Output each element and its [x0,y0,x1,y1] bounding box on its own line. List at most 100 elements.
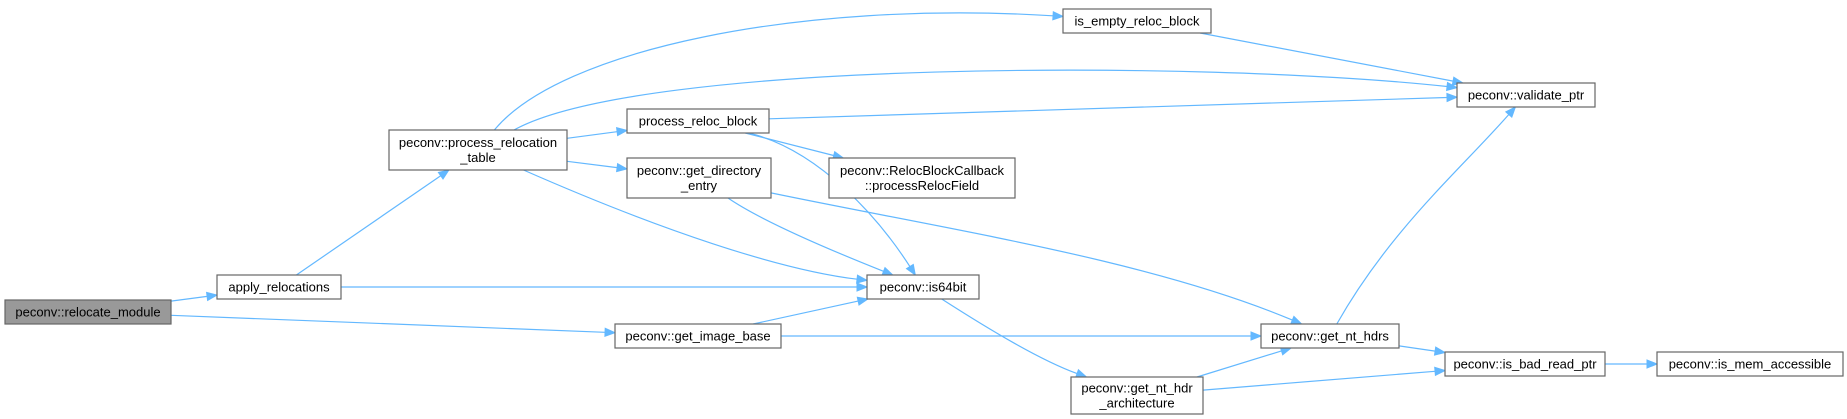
node-label: peconv::get_image_base [625,329,770,344]
edge-line [170,295,208,302]
edge-relocate_module-to-apply_relocations [170,291,219,302]
node-label: peconv::RelocBlockCallback [840,163,1005,178]
edge-line [752,300,859,325]
edge-line [1202,370,1436,391]
edge-process_reloc_block-to-validate_ptr [768,92,1459,120]
node-box [828,157,1016,199]
node-box [626,157,772,199]
node-is-bad-read-ptr[interactable]: peconv::is_bad_read_ptr [1444,351,1606,377]
edge-arrowhead [206,291,219,302]
edge-process_relocation_table-to-is64bit [523,169,869,284]
edge-line [1398,345,1436,352]
node-label: _architecture [1098,396,1174,411]
node-get-image-base[interactable]: peconv::get_image_base [614,323,782,349]
node-label: peconv::relocate_module [15,305,160,320]
edge-line [941,298,1078,375]
node-label: _table [459,150,495,165]
node-label: peconv::get_nt_hdrs [1271,329,1389,344]
edge-arrowhead [856,282,869,292]
node-apply-relocations[interactable]: apply_relocations [216,274,342,300]
node-label: peconv::validate_ptr [1468,88,1585,103]
edge-arrowhead [881,266,895,276]
edge-line [493,12,1054,131]
edge-arrowhead [856,274,869,284]
edge-arrowhead [1434,366,1447,377]
node-box [4,299,172,325]
edge-line [1336,114,1510,325]
edge-arrowhead [1646,359,1659,369]
node-box [388,129,568,171]
edge-process_relocation_table-to-is_empty_reloc_block [493,11,1065,131]
edge-arrowhead [1433,346,1447,356]
node-label: apply_relocations [228,280,330,295]
edge-get_image_base-to-is64bit [752,296,870,325]
node-label: is_empty_reloc_block [1074,14,1200,29]
edge-line [1199,32,1454,82]
edge-get_nt_hdr_architecture-to-get_nt_hdrs [1196,346,1293,378]
edge-get_nt_hdrs-to-validate_ptr [1336,105,1517,325]
edge-arrowhead [1074,368,1088,378]
node-process-relocation-table[interactable]: peconv::process_relocation_table [388,129,568,171]
node-box [1444,351,1606,377]
edge-arrowhead [616,127,629,137]
node-get-directory-entry[interactable]: peconv::get_directory_entry [626,157,772,199]
edge-apply_relocations-to-is64bit [341,282,869,292]
node-label: peconv::process_relocation [399,135,557,150]
edge-arrowhead [856,296,870,306]
node-is64bit[interactable]: peconv::is64bit [866,274,980,300]
edge-arrowhead [437,169,450,180]
edge-process_relocation_table-to-get_directory_entry [566,160,629,173]
node-is-mem-accessible[interactable]: peconv::is_mem_accessible [1656,351,1844,377]
node-validate-ptr[interactable]: peconv::validate_ptr [1456,82,1596,108]
edge-arrowhead [1250,331,1263,341]
edge-line [170,314,606,333]
edge-line [748,132,911,267]
edge-get_nt_hdr_architecture-to-is_bad_read_ptr [1202,366,1447,391]
node-box [1070,376,1204,415]
edge-line [566,131,618,139]
edge-line [566,160,618,169]
edge-line [296,175,442,276]
edge-process_reloc_block-to-is64bit [748,132,917,277]
edge-arrowhead [1504,105,1517,118]
node-label: peconv::is_mem_accessible [1669,357,1832,372]
edge-line [513,69,1448,131]
edge-get_nt_hdrs-to-is_bad_read_ptr [1398,345,1447,356]
node-processRelocField[interactable]: peconv::RelocBlockCallback::processReloc… [828,157,1016,199]
edge-relocate_module-to-get_image_base [170,314,617,338]
node-box [614,323,782,349]
edge-process_relocation_table-to-process_reloc_block [566,127,629,139]
nodes-layer: peconv::relocate_module apply_relocations… [4,8,1844,415]
node-get-nt-hdr-architecture[interactable]: peconv::get_nt_hdr_architecture [1070,376,1204,415]
node-relocate-module[interactable]: peconv::relocate_module [4,299,172,325]
node-box [626,108,770,134]
node-box [1260,323,1400,349]
node-get-nt-hdrs[interactable]: peconv::get_nt_hdrs [1260,323,1400,349]
node-label: peconv::is64bit [880,280,967,295]
node-label: peconv::is_bad_read_ptr [1453,357,1597,372]
edge-is64bit-to-get_nt_hdr_architecture [941,298,1088,378]
node-label: _entry [680,178,718,193]
node-label: process_reloc_block [639,114,758,129]
edge-is_bad_read_ptr-to-is_mem_accessible [1605,359,1659,369]
node-is-empty-reloc-block[interactable]: is_empty_reloc_block [1062,8,1212,34]
edge-arrowhead [1446,92,1459,103]
node-label: peconv::get_directory [637,163,762,178]
edge-arrowhead [604,327,617,338]
edge-line [523,169,858,280]
edges-layer [170,11,1659,391]
edge-arrowhead [1290,315,1303,325]
node-box [216,274,342,300]
node-box [866,274,980,300]
node-box [1456,82,1596,108]
edge-arrowhead [1052,11,1065,21]
edge-line [770,192,1293,321]
edge-get_directory_entry-to-is64bit [727,197,895,276]
node-box [1062,8,1212,34]
node-process-reloc-block[interactable]: process_reloc_block [626,108,770,134]
edge-line [1196,350,1282,378]
edge-arrowhead [616,162,629,173]
edge-line [768,96,1448,120]
edge-line [727,197,884,272]
